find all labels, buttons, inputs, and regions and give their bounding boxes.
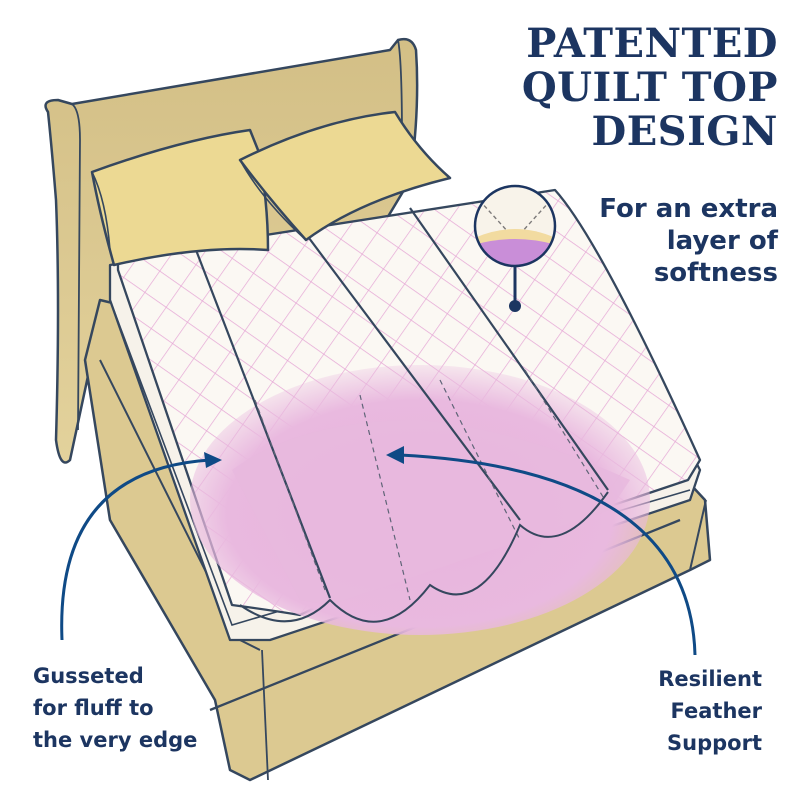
gusseted-callout-line-1: Gusseted xyxy=(33,664,144,688)
quilt-detail-magnifier xyxy=(473,184,557,312)
feather-support-callout-line-2: Feather xyxy=(670,699,763,723)
pillow-left xyxy=(90,128,270,267)
gusseted-callout: Gusseted for fluff to the very edge xyxy=(33,660,197,756)
feather-support-callout-line-1: Resilient xyxy=(658,667,762,691)
feather-support-callout: Resilient Feather Support xyxy=(658,663,762,759)
gusset-arrow xyxy=(60,452,222,641)
gusseted-callout-line-3: the very edge xyxy=(33,728,198,752)
headline: PATENTED QUILT TOP DESIGN xyxy=(522,22,778,154)
feather-support-arrow xyxy=(386,446,697,656)
feather-support-callout-line-3: Support xyxy=(667,731,762,755)
subheadline-line-3: softness xyxy=(653,258,778,288)
headline-line-2: QUILT TOP xyxy=(521,64,778,111)
gusseted-callout-line-2: for fluff to xyxy=(33,696,154,720)
headline-line-3: DESIGN xyxy=(591,108,778,155)
featherbed-topper xyxy=(116,188,702,635)
subheadline-line-2: layer of xyxy=(666,226,778,256)
subheadline: For an extra layer of softness xyxy=(599,193,778,289)
headline-line-1: PATENTED xyxy=(526,20,778,67)
pillow-right xyxy=(238,110,452,242)
subheadline-line-1: For an extra xyxy=(599,194,778,224)
